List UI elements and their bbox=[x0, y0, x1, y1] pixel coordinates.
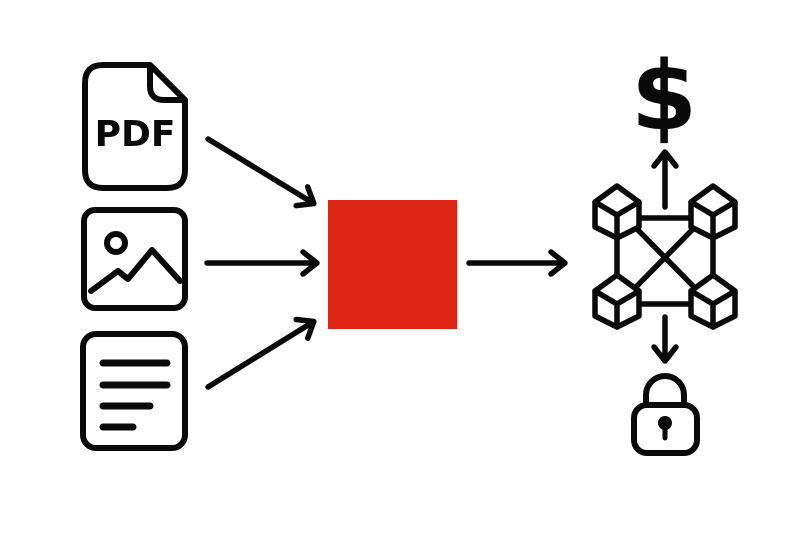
padlock-body bbox=[631, 402, 700, 456]
connected-cubes-icon bbox=[592, 183, 738, 330]
text-lines-document-icon bbox=[80, 331, 188, 451]
padlock-keyhole bbox=[658, 416, 672, 430]
cube-link-diagonal-2 bbox=[632, 226, 696, 291]
image-mountain-line bbox=[88, 247, 183, 294]
cube-top-left bbox=[592, 183, 642, 241]
pdf-file-icon: PDF bbox=[82, 62, 188, 191]
image-frame bbox=[81, 207, 188, 311]
padlock-icon bbox=[631, 373, 700, 456]
pdf-label: PDF bbox=[95, 114, 176, 155]
cube-bottom-left bbox=[592, 272, 642, 330]
cube-bottom-right bbox=[688, 272, 738, 330]
image-picture-icon bbox=[81, 207, 188, 311]
pdf-file-outline bbox=[82, 62, 188, 191]
text-doc-outline bbox=[80, 331, 188, 451]
dollar-sign: $ bbox=[631, 42, 697, 152]
cube-top-right bbox=[688, 183, 738, 241]
padlock-shackle bbox=[643, 373, 687, 408]
arrow-pdf-to-processor bbox=[205, 136, 317, 209]
arrow-textdoc-to-processor bbox=[205, 316, 317, 390]
pdf-file-fold-corner bbox=[147, 62, 188, 103]
image-sun-circle bbox=[104, 231, 128, 255]
red-square-processor bbox=[328, 200, 457, 329]
